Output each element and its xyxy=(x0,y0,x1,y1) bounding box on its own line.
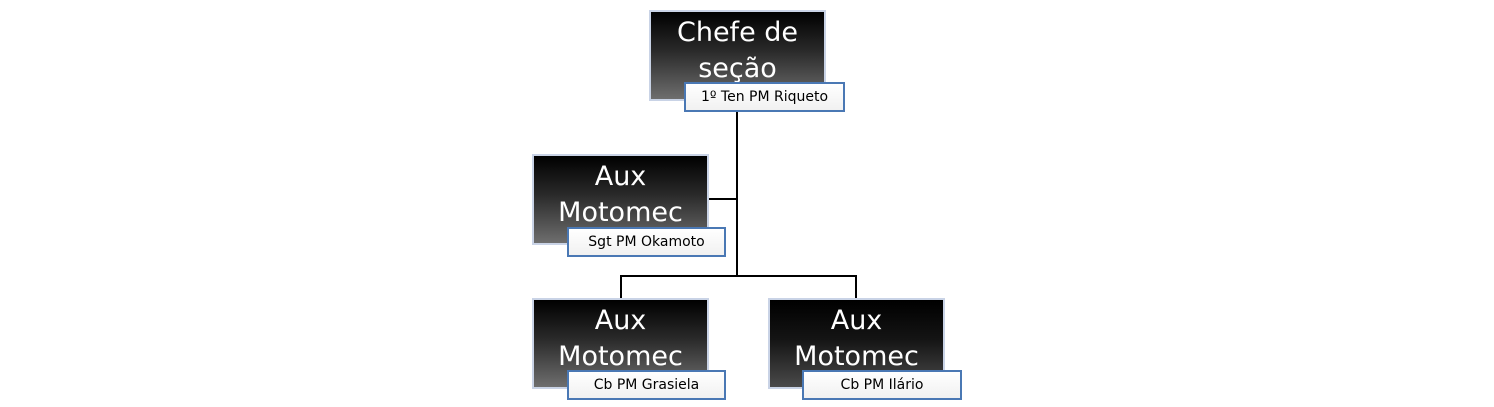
node-name-tag: 1º Ten PM Riqueto xyxy=(684,82,845,112)
node-title-line: seção xyxy=(698,53,777,84)
node-title-line: Motomec xyxy=(794,341,919,372)
org-node-chefe-de-secao: Chefe de seção xyxy=(649,10,826,101)
node-name-tag: Cb PM Grasiela xyxy=(567,370,726,400)
node-name-tag: Cb PM Ilário xyxy=(802,370,962,400)
node-title-line: Chefe de xyxy=(676,17,799,48)
node-title-line: Motomec xyxy=(558,341,683,372)
node-name-tag: Sgt PM Okamoto xyxy=(567,227,726,257)
node-title-line: Motomec xyxy=(558,197,683,228)
node-title-line: Aux xyxy=(830,305,883,336)
node-title-line: Aux xyxy=(594,305,647,336)
node-title-line: Aux xyxy=(594,161,647,192)
